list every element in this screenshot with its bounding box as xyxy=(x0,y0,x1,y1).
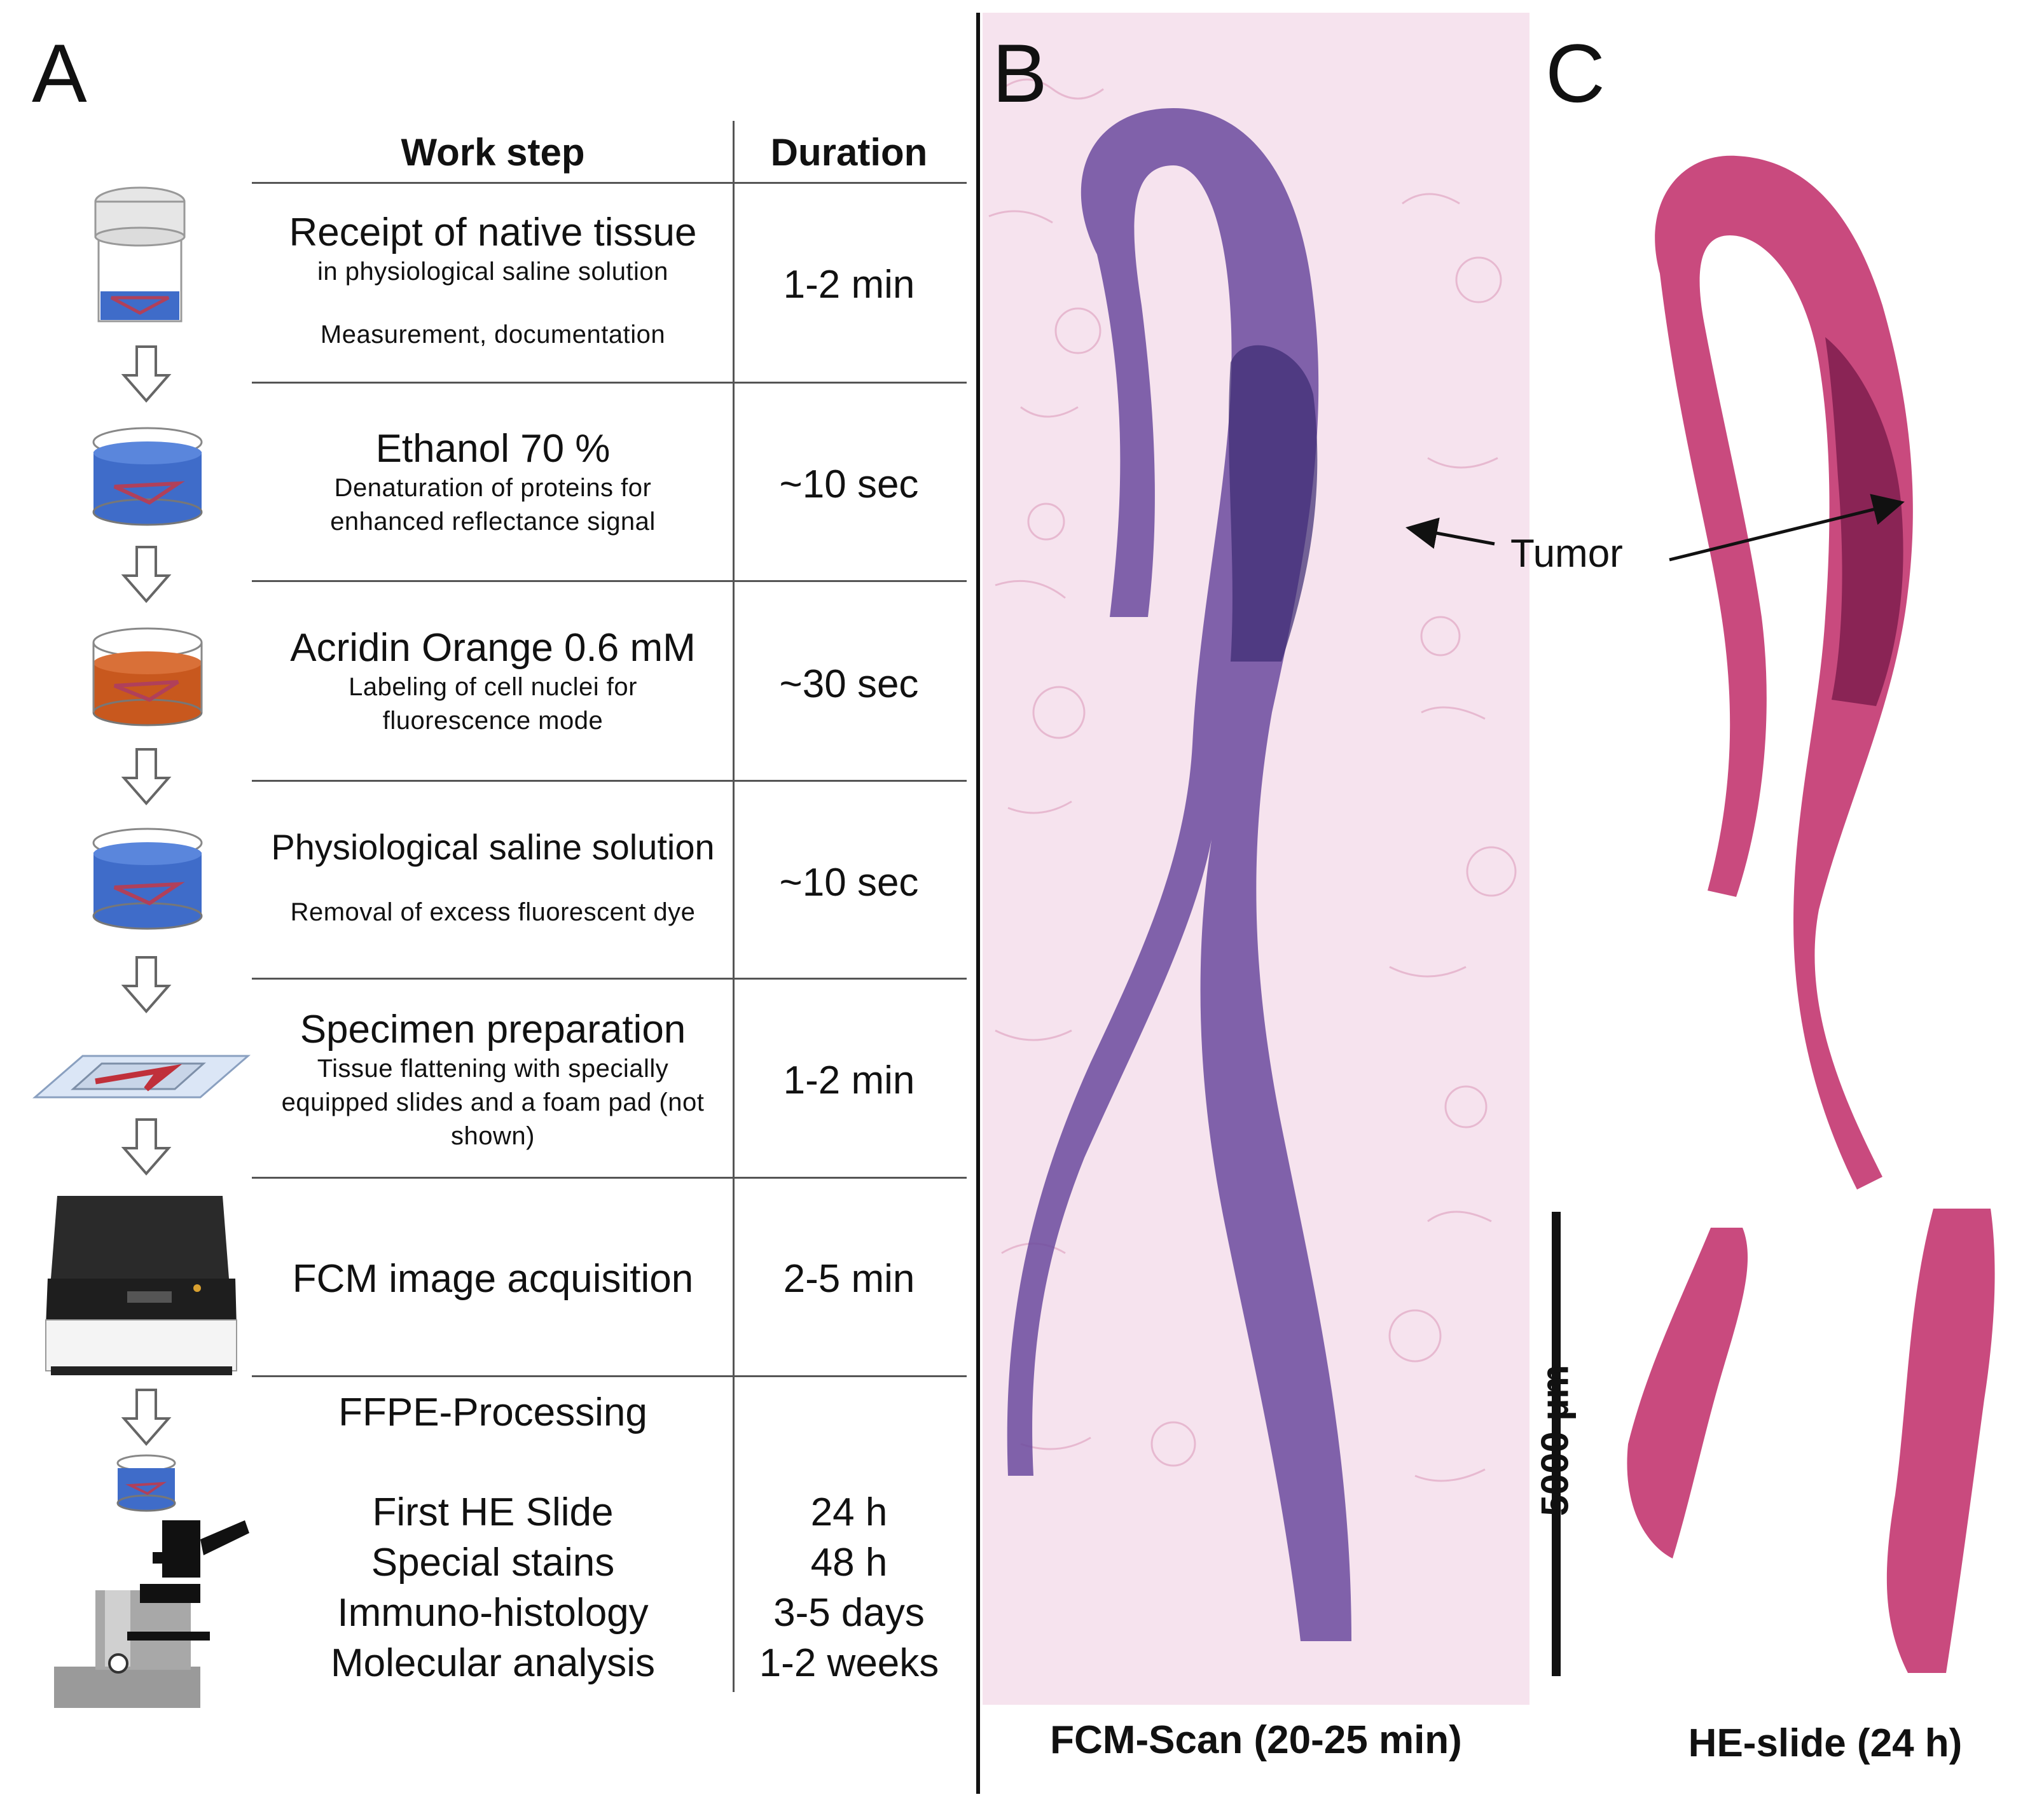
step-detail: shown) xyxy=(451,1121,535,1150)
tumor-label: Tumor xyxy=(1510,532,1623,576)
step-specimen-preparation: Specimen preparation Tissue flattening w… xyxy=(254,1007,731,1153)
panel-label-c: C xyxy=(1545,27,1605,120)
step-duration: 1-2 min xyxy=(783,1058,915,1102)
down-arrow-icon xyxy=(121,345,172,403)
panel-label-a: A xyxy=(32,27,87,120)
step-detail: fluorescence mode xyxy=(382,707,604,735)
step-duration: ~10 sec xyxy=(779,462,919,506)
down-arrow-icon xyxy=(121,956,172,1014)
table-rule xyxy=(252,382,967,384)
step-receipt: Receipt of native tissue in physiologica… xyxy=(254,210,731,352)
table-rule xyxy=(252,978,967,980)
step-fcm-acquisition: FCM image acquisition xyxy=(254,1256,731,1301)
step-detail: Removal of excess fluorescent dye xyxy=(290,898,696,927)
microscope-icon xyxy=(54,1520,249,1708)
step-title: Specimen preparation xyxy=(300,1008,686,1051)
down-arrow-icon xyxy=(121,546,172,604)
caption-he-slide: HE-slide (24 h) xyxy=(1688,1721,1963,1765)
caption-fcm-scan: FCM-Scan (20-25 min) xyxy=(1050,1718,1462,1762)
ffpe-step-duration: 24 h xyxy=(810,1490,888,1534)
scale-bar-label: 5000 µm xyxy=(1533,1364,1577,1516)
step-ethanol: Ethanol 70 % Denaturation of proteins fo… xyxy=(254,426,731,539)
fcm-scan-image xyxy=(983,13,1530,1705)
ffpe-step-duration: 1-2 weeks xyxy=(759,1641,939,1685)
step-detail: Measurement, documentation xyxy=(320,321,666,349)
ffpe-step-label: Molecular analysis xyxy=(331,1641,655,1685)
he-tissue-lower-right xyxy=(1886,1209,1995,1673)
tumor-arrow-right xyxy=(1669,494,1905,562)
he-tissue-lower-left xyxy=(1627,1228,1748,1558)
microscope-slide-icon xyxy=(32,1055,251,1099)
step-duration: 1-2 min xyxy=(783,263,915,307)
down-arrow-icon xyxy=(121,1118,172,1176)
fcm-scanner-device-icon xyxy=(45,1196,237,1375)
header-duration: Duration xyxy=(770,131,928,174)
petri-dish-saline-icon xyxy=(92,828,203,930)
scale-bar xyxy=(1552,1212,1561,1676)
step-detail: enhanced reflectance signal xyxy=(330,508,656,536)
ffpe-duration-list: 24 h 48 h 3-5 days 1-2 weeks xyxy=(735,1487,963,1688)
small-tissue-cassette-icon xyxy=(116,1454,176,1512)
header-work-step: Work step xyxy=(401,131,585,174)
ffpe-step-list: First HE Slide Special stains Immuno-his… xyxy=(254,1487,731,1688)
step-detail: Labeling of cell nuclei for xyxy=(349,673,637,702)
ffpe-step-duration: 48 h xyxy=(810,1541,888,1585)
ffpe-step-duration: 3-5 days xyxy=(773,1591,925,1635)
step-title: Ethanol 70 % xyxy=(375,427,611,471)
ffpe-step-label: First HE Slide xyxy=(372,1490,614,1534)
step-detail: Denaturation of proteins for xyxy=(334,474,652,503)
tumor-arrow-left xyxy=(1405,517,1495,549)
step-duration: ~30 sec xyxy=(779,662,919,706)
step-title: Physiological saline solution xyxy=(271,827,715,867)
step-detail: in physiological saline solution xyxy=(317,258,668,286)
step-saline-wash: Physiological saline solution Removal of… xyxy=(254,827,731,929)
he-slide-image xyxy=(1627,155,1995,1673)
step-title: Receipt of native tissue xyxy=(289,211,697,254)
ffpe-title: FFPE-Processing xyxy=(338,1391,647,1434)
table-rule xyxy=(252,780,967,782)
table-rule xyxy=(252,1375,967,1377)
fcm-tumor-region xyxy=(1229,345,1318,662)
step-detail: Tissue flattening with specially xyxy=(317,1055,669,1083)
panel-label-b: B xyxy=(992,27,1047,120)
down-arrow-icon xyxy=(121,1389,172,1447)
table-rule xyxy=(252,580,967,582)
he-tumor-region xyxy=(1825,337,1903,706)
petri-dish-acridin-orange-icon xyxy=(92,627,203,726)
step-title: Acridin Orange 0.6 mM xyxy=(290,626,696,670)
down-arrow-icon xyxy=(121,748,172,806)
panel-divider xyxy=(976,13,980,1794)
step-acridin-orange: Acridin Orange 0.6 mM Labeling of cell n… xyxy=(254,625,731,738)
step-title: FCM image acquisition xyxy=(292,1257,694,1301)
table-rule xyxy=(252,182,967,184)
ffpe-step-label: Special stains xyxy=(371,1541,615,1585)
specimen-container-icon xyxy=(94,186,186,323)
step-duration: ~10 sec xyxy=(779,861,919,905)
step-detail: equipped slides and a foam pad (not xyxy=(281,1088,705,1117)
workflow-icon-column xyxy=(32,186,251,1708)
petri-dish-ethanol-icon xyxy=(92,427,203,526)
table-rule xyxy=(252,1177,967,1179)
step-duration: 2-5 min xyxy=(783,1257,915,1301)
ffpe-step-label: Immuno-histology xyxy=(337,1591,649,1635)
table-column-divider xyxy=(733,121,735,1692)
